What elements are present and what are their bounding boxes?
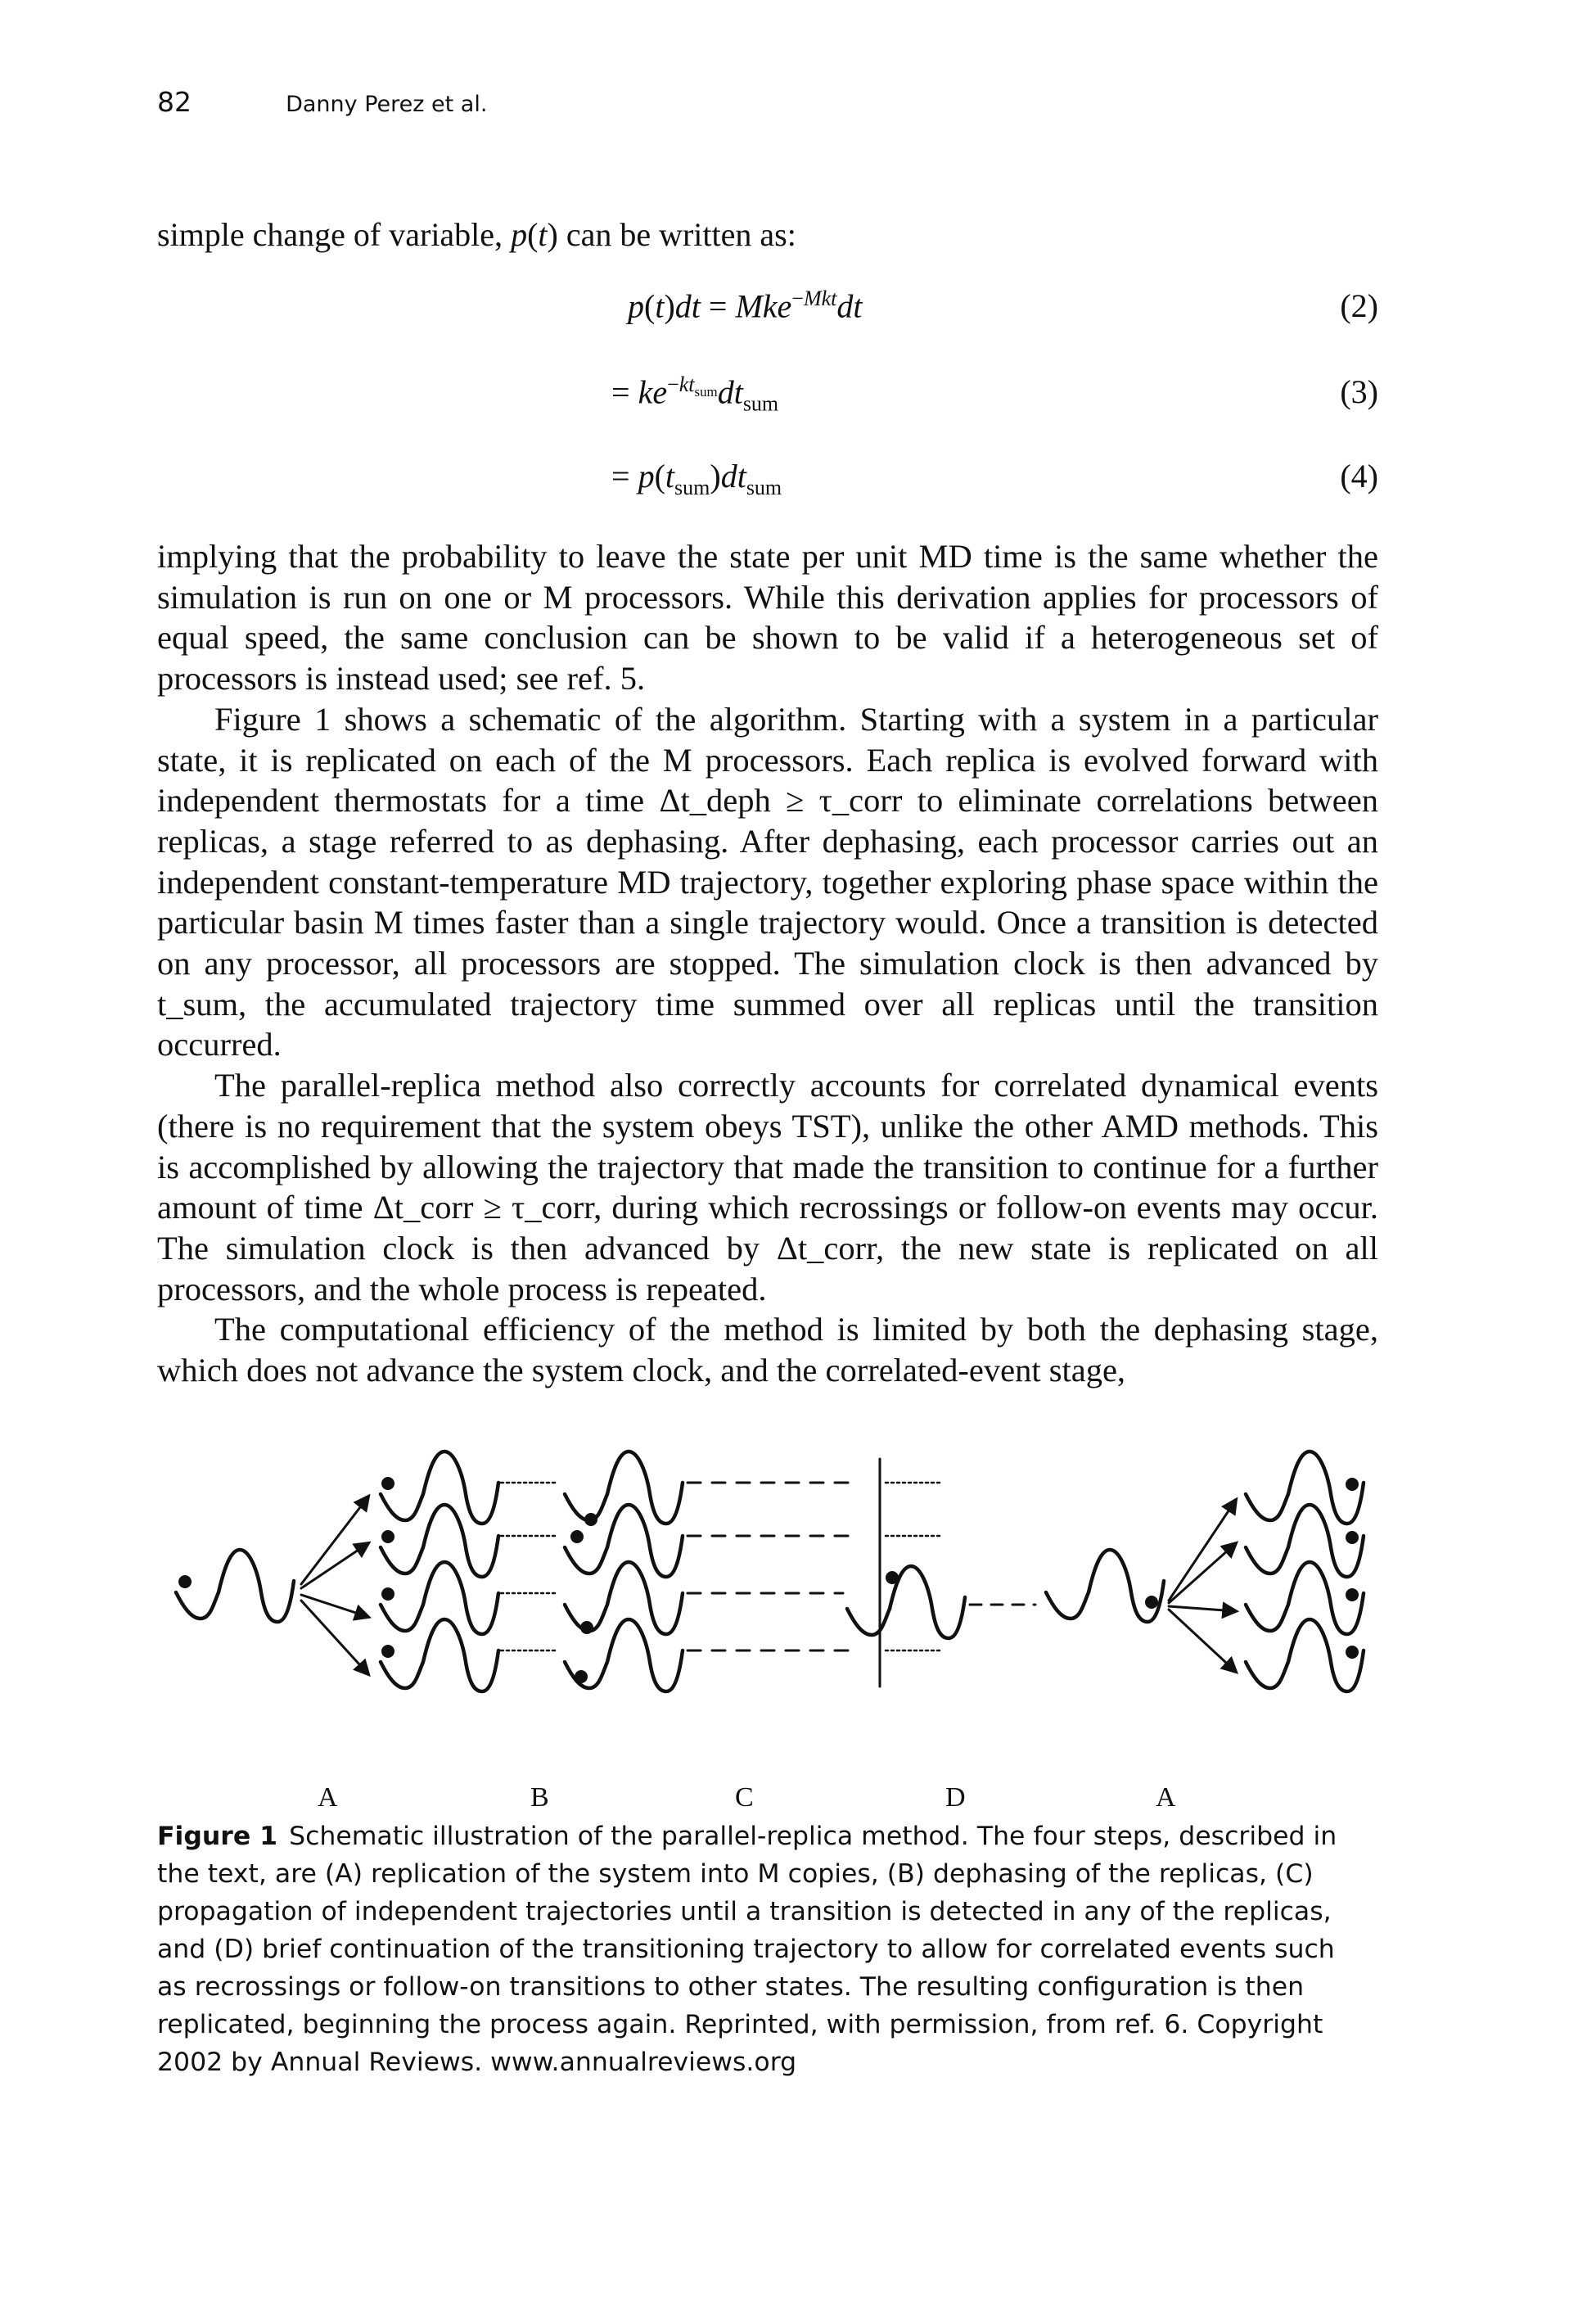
replication-arrows bbox=[300, 1493, 372, 1678]
replica-wells-b bbox=[565, 1452, 683, 1691]
stage-label-a: A bbox=[318, 1782, 338, 1813]
equation-3: = ke−ktsumdtsum (3) bbox=[611, 373, 1378, 416]
equation-number: (4) bbox=[1340, 458, 1378, 494]
stopped-dots bbox=[884, 1481, 943, 1652]
re-replication-arrows bbox=[1167, 1497, 1240, 1674]
stage-label-a-repeat: A bbox=[1156, 1782, 1176, 1813]
stage-label-b: B bbox=[530, 1782, 549, 1813]
initial-state-well bbox=[176, 1550, 294, 1622]
paragraph: implying that the probability to leave t… bbox=[157, 538, 1378, 698]
dephasing-dots bbox=[499, 1481, 558, 1652]
stage-label-c: C bbox=[735, 1782, 754, 1813]
caption-text: Schematic illustration of the parallel-r… bbox=[157, 1822, 1337, 2077]
caption-label: Figure 1 bbox=[157, 1822, 278, 1851]
replica-wells-new bbox=[1246, 1452, 1364, 1691]
equation-4: = p(tsum)dtsum (4) bbox=[611, 458, 1378, 499]
paragraph: Figure 1 shows a schematic of the algori… bbox=[157, 700, 1378, 1063]
body-text: implying that the probability to leave t… bbox=[157, 536, 1378, 1391]
transitioning-replica bbox=[847, 1566, 965, 1638]
equation-number: (3) bbox=[1340, 373, 1378, 410]
running-header-author: Danny Perez et al. bbox=[286, 92, 488, 117]
trajectory-dashes bbox=[686, 1481, 861, 1652]
intro-line: simple change of variable, p(t) can be w… bbox=[157, 216, 796, 253]
paragraph: The parallel-replica method also correct… bbox=[157, 1067, 1378, 1307]
paragraph: The computational efficiency of the meth… bbox=[157, 1311, 1378, 1389]
stage-label-d: D bbox=[945, 1782, 966, 1813]
equation-number: (2) bbox=[1340, 287, 1378, 324]
running-header: 82 Danny Perez et al. bbox=[157, 86, 487, 118]
page-number: 82 bbox=[157, 86, 192, 118]
replica-wells-a bbox=[381, 1452, 498, 1691]
parallel-replica-schematic: A B C D A bbox=[0, 1445, 1596, 1813]
new-state-well bbox=[1046, 1550, 1164, 1622]
equation-2: p(t)dt = Mke−Mktdt (2) bbox=[628, 287, 1378, 325]
